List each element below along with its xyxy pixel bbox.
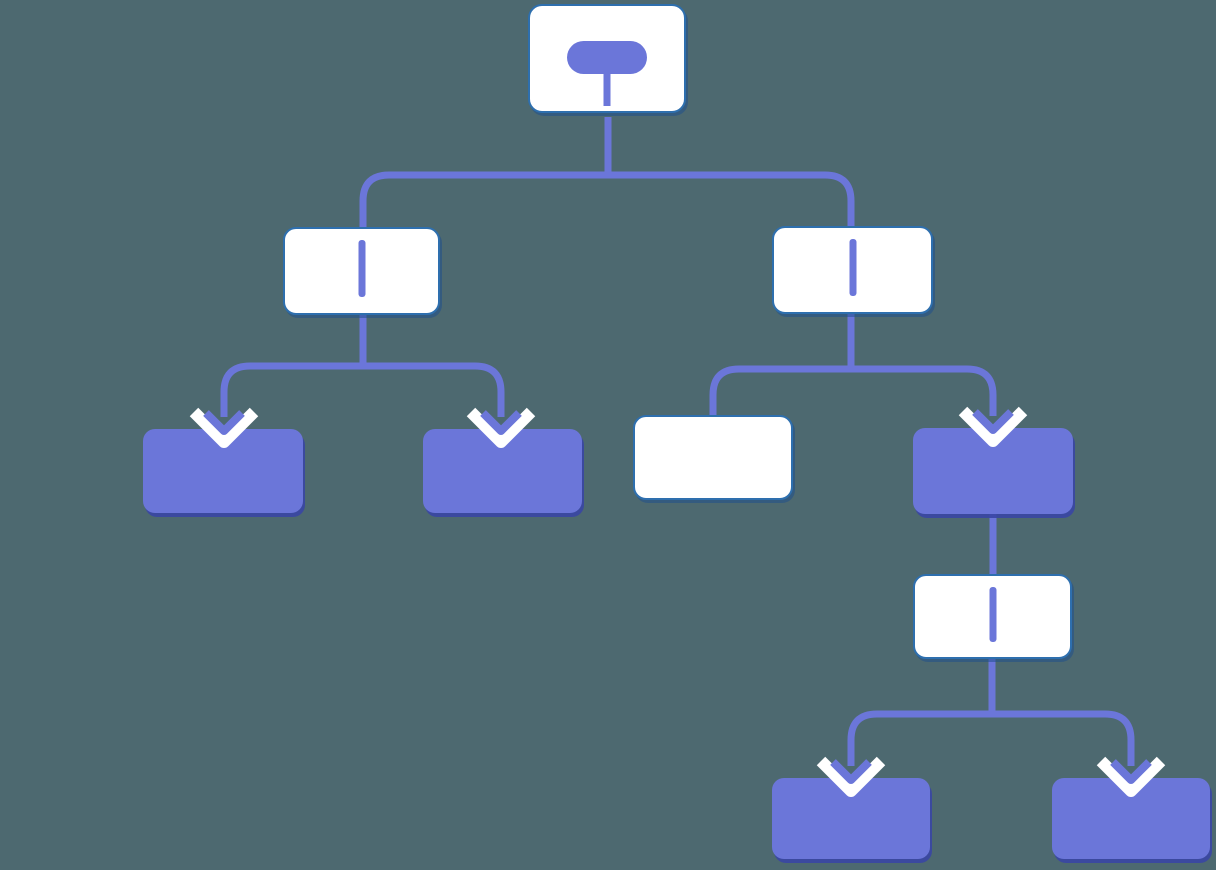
- root-pill-stem: [603, 72, 611, 106]
- collapsed-node-4[interactable]: [772, 778, 930, 859]
- connector-root-to-level2-bus: [359, 171, 855, 229]
- empty-node[interactable]: [633, 415, 793, 500]
- connector-right-branch-bus: [709, 365, 997, 419]
- root-node[interactable]: [528, 4, 686, 113]
- collapsed-node-5[interactable]: [1052, 778, 1210, 859]
- branch-line-icon: [358, 239, 365, 298]
- connector-sub-branch-bus: [847, 710, 1135, 766]
- branch-line-icon: [849, 238, 856, 297]
- collapsed-node-1[interactable]: [143, 429, 303, 513]
- branch-node-sub[interactable]: [913, 574, 1072, 659]
- connector-left-branch-bus: [220, 362, 505, 417]
- collapsed-node-2[interactable]: [423, 429, 582, 513]
- root-pill-icon: [567, 41, 647, 74]
- branch-node-right[interactable]: [772, 226, 933, 314]
- branch-node-left[interactable]: [283, 227, 440, 315]
- branch-line-icon: [989, 586, 996, 642]
- collapsed-node-3[interactable]: [913, 428, 1073, 514]
